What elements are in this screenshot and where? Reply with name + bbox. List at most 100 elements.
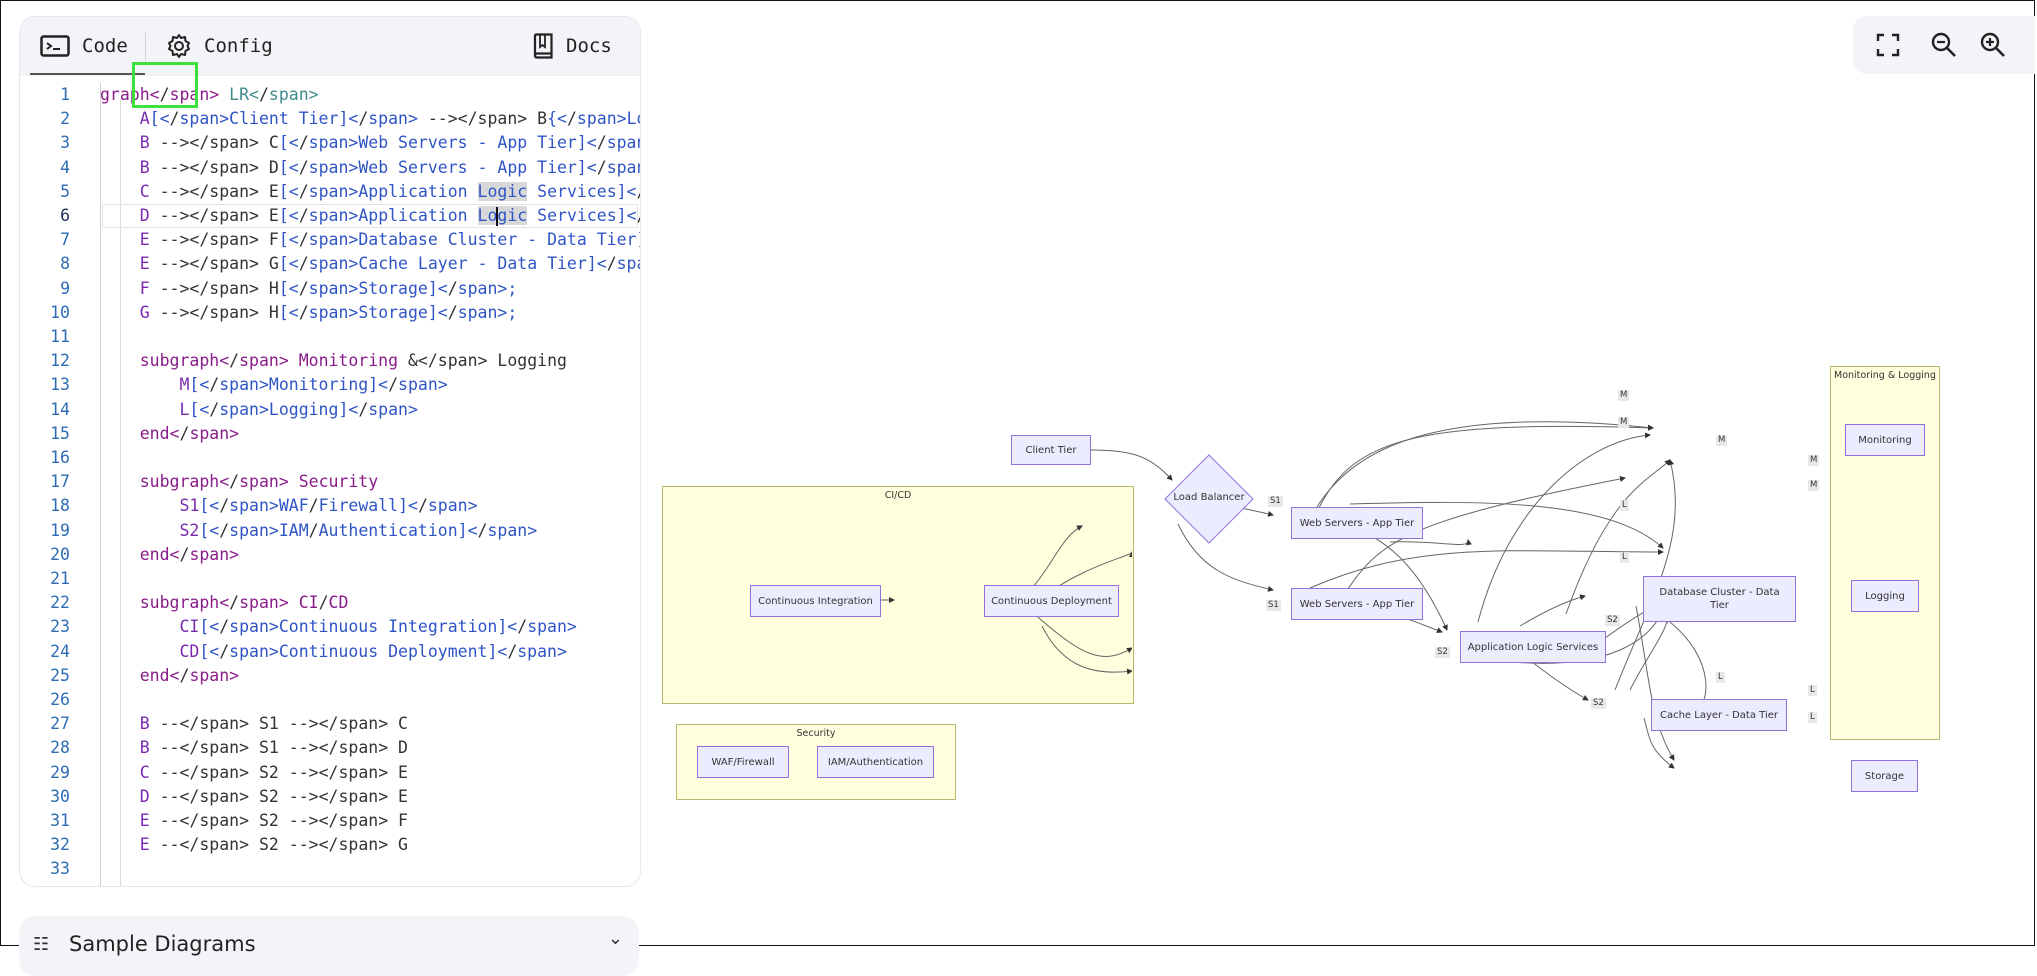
code-text: B --</span> S1 --></span> C [100,714,408,734]
code-text: S1[</span>WAF/Firewall]</span> [100,496,478,516]
node-load-balancer[interactable]: Load Balancer [1164,454,1254,544]
code-line[interactable]: 13 M[</span>Monitoring]</span> [20,373,640,397]
node-waf-firewall[interactable]: WAF/Firewall [697,746,789,778]
code-line[interactable]: 4 B --></span> D[</span>Web Servers - Ap… [20,156,640,180]
code-line[interactable]: 21 [20,567,640,591]
sample-diagrams-panel[interactable]: ☷ Sample Diagrams ⌄ [19,916,639,976]
code-line[interactable]: 26 [20,688,640,712]
code-line[interactable]: 18 S1[</span>WAF/Firewall]</span> [20,494,640,518]
gear-icon [168,34,190,58]
code-line[interactable]: 6 D --></span> E[</span>Application Logi… [20,204,640,228]
code-line[interactable]: 29 C --</span> S2 --></span> E [20,761,640,785]
code-editor-panel: Code Config Docs 1 graph</span> LR</span>… [19,16,641,887]
code-line[interactable]: 31 E --</span> S2 --></span> F [20,809,640,833]
node-cache-layer[interactable]: Cache Layer - Data Tier [1651,699,1787,731]
code-line[interactable]: 19 S2[</span>IAM/Authentication]</span> [20,519,640,543]
code-line[interactable]: 15 end</span> [20,422,640,446]
node-storage[interactable]: Storage [1851,760,1918,792]
diagram-edges [1090,421,1707,769]
code-line[interactable]: 23 CI[</span>Continuous Integration]</sp… [20,615,640,639]
code-text: graph</span> LR</span> [100,85,319,104]
edge-label-s1-b: S1 [1266,600,1281,611]
tab-separator [145,33,146,61]
node-logging[interactable]: Logging [1851,580,1919,612]
text-cursor [496,207,499,226]
line-number: 13 [50,375,70,395]
node-application-logic[interactable]: Application Logic Services [1460,631,1606,663]
cluster-monitoring-label: Monitoring & Logging [1834,370,1936,381]
code-text: F --></span> H[</span>Storage]</span>; [100,278,518,298]
line-number: 3 [60,133,70,153]
code-line[interactable]: 34 C --</span> M --></span> M [20,882,640,886]
line-number: 10 [50,302,70,322]
book-icon [533,33,553,59]
line-number: 7 [60,230,70,250]
edge-label-s2-c: S2 [1591,698,1606,709]
code-line[interactable]: 20 end</span> [20,543,640,567]
node-iam-authentication[interactable]: IAM/Authentication [817,746,934,778]
code-text: D --></span> E[</span>Application Logic … [100,206,640,226]
code-line[interactable]: 10 G --></span> H[</span>Storage]</span>… [20,301,640,325]
line-number: 1 [60,85,70,104]
code-line[interactable]: 17 subgraph</span> Security [20,470,640,494]
code-line[interactable]: 24 CD[</span>Continuous Deployment]</spa… [20,640,640,664]
code-text: B --></span> C[</span>Web Servers - App … [100,133,640,153]
edge-label-m-b: M [1618,417,1630,428]
code-line[interactable]: 14 L[</span>Logging]</span> [20,398,640,422]
code-line[interactable]: 16 [20,446,640,470]
code-line[interactable]: 3 B --></span> C[</span>Web Servers - Ap… [20,131,640,155]
code-line[interactable]: 22 subgraph</span> CI/CD [20,591,640,615]
edge-label-l: L [1620,500,1629,511]
cluster-cicd-label: CI/CD [884,490,912,501]
line-number: 25 [50,665,70,685]
code-line[interactable]: 1 graph</span> LR</span> [20,83,640,107]
node-database-cluster[interactable]: Database Cluster - Data Tier [1643,576,1796,622]
cluster-security-label: Security [796,728,836,739]
code-line[interactable]: 30 D --</span> S2 --></span> E [20,785,640,809]
code-line[interactable]: 28 B --</span> S1 --></span> D [20,736,640,760]
edge-label-l-b: L [1620,552,1629,563]
code-text: B --</span> S1 --></span> D [100,738,408,758]
code-text: B --></span> D[</span>Web Servers - App … [100,157,640,177]
code-line[interactable]: 8 E --></span> G[</span>Cache Layer - Da… [20,252,640,276]
code-line[interactable]: 25 end</span> [20,664,640,688]
code-text: end</span> [139,544,240,564]
node-client-tier[interactable]: Client Tier [1011,435,1091,465]
line-number: 6 [60,206,70,225]
tab-code[interactable]: Code [40,31,128,61]
edge-label-s2-b: S2 [1605,615,1620,626]
code-line[interactable]: 11 [20,325,640,349]
node-web-servers-2[interactable]: Web Servers - App Tier [1291,588,1423,620]
node-continuous-integration[interactable]: Continuous Integration [750,585,881,617]
code-line[interactable]: 32 E --</span> S2 --></span> G [20,833,640,857]
code-area[interactable]: 1 graph</span> LR</span> 2 A[</span>Client… [20,75,640,886]
fullscreen-button[interactable] [1872,29,1904,61]
node-continuous-deployment[interactable]: Continuous Deployment [984,585,1119,617]
code-line[interactable]: 7 E --></span> F[</span>Database Cluster… [20,228,640,252]
node-monitoring[interactable]: Monitoring [1845,424,1925,456]
line-number: 24 [50,641,70,661]
code-text: L[</span>Logging]</span> [100,399,418,419]
code-line[interactable]: 12 subgraph</span> Monitoring &</span> L… [20,349,640,373]
edge-label-m-c: M [1716,435,1728,446]
zoom-out-button[interactable] [1928,29,1960,61]
node-web-servers-1[interactable]: Web Servers - App Tier [1291,507,1423,539]
line-number: 30 [50,786,70,806]
code-line[interactable]: 27 B --</span> S1 --></span> C [20,712,640,736]
zoom-in-button[interactable] [1977,29,2009,61]
code-text: E --</span> S2 --></span> F [100,811,408,830]
line-number: 32 [50,835,70,855]
diamond-shape [1164,454,1254,544]
code-text: A[</span>Client Tier]</span> --></span> … [100,109,640,129]
code-line[interactable]: 2 A[</span>Client Tier]</span> --></span… [20,107,640,131]
code-line[interactable]: 33 [20,857,640,881]
code-text: subgraph</span> Monitoring &</span> Logg… [139,351,567,371]
chevron-down-icon[interactable]: ⌄ [607,928,623,949]
editor-tabs: Code Config Docs [20,17,640,76]
edge-label-m: M [1618,390,1630,401]
line-number: 14 [50,399,70,419]
code-line[interactable]: 9 F --></span> H[</span>Storage]</span>; [20,277,640,301]
tab-docs[interactable]: Docs [532,31,612,61]
code-line[interactable]: 5 C --></span> E[</span>Application Logi… [20,180,640,204]
tab-config[interactable]: Config [166,31,273,61]
